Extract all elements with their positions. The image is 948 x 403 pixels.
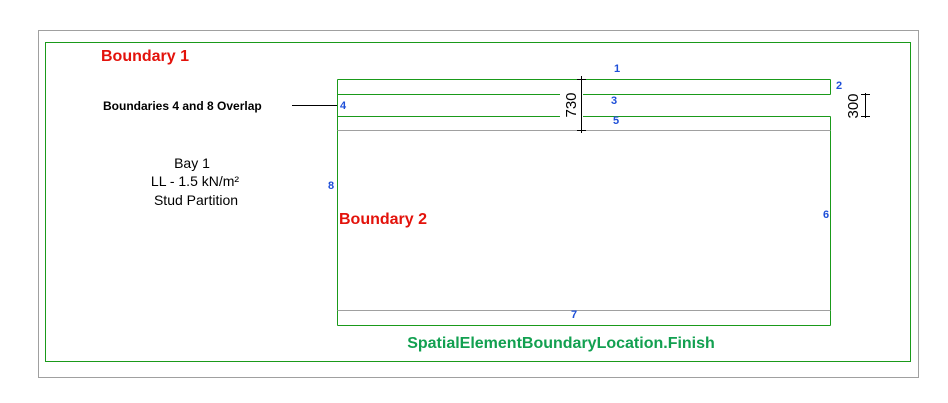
segment-number-5: 5	[613, 115, 619, 127]
dimension-730[interactable]	[577, 76, 586, 133]
room-name: Bay 1	[174, 155, 210, 171]
segment-number-3: 3	[611, 95, 617, 107]
dimension-300-text: 300	[845, 93, 862, 118]
room-type: Stud Partition	[154, 192, 238, 208]
boundary-2-shape[interactable]	[337, 79, 831, 326]
segment-number-7: 7	[571, 309, 577, 321]
segment-number-8: 8	[328, 180, 334, 192]
segment-number-4: 4	[340, 100, 347, 112]
room-load: LL - 1.5 kN/m²	[151, 173, 240, 189]
dimension-730-text: 730	[563, 92, 580, 117]
dimension-300[interactable]	[861, 93, 870, 118]
segment-number-6: 6	[823, 209, 829, 221]
view-frame	[38, 30, 919, 378]
boundary-1-label: Boundary 1	[101, 48, 189, 65]
room-tag[interactable]: Bay 1 LL - 1.5 kN/m² Stud Partition	[151, 155, 240, 208]
boundary-2-label: Boundary 2	[339, 211, 427, 228]
caption: SpatialElementBoundaryLocation.Finish	[407, 335, 715, 352]
boundary-1-rect[interactable]	[45, 42, 911, 362]
segment-number-2: 2	[836, 80, 842, 92]
segment-number-1: 1	[614, 63, 620, 75]
overlap-note: Boundaries 4 and 8 Overlap	[103, 99, 262, 113]
